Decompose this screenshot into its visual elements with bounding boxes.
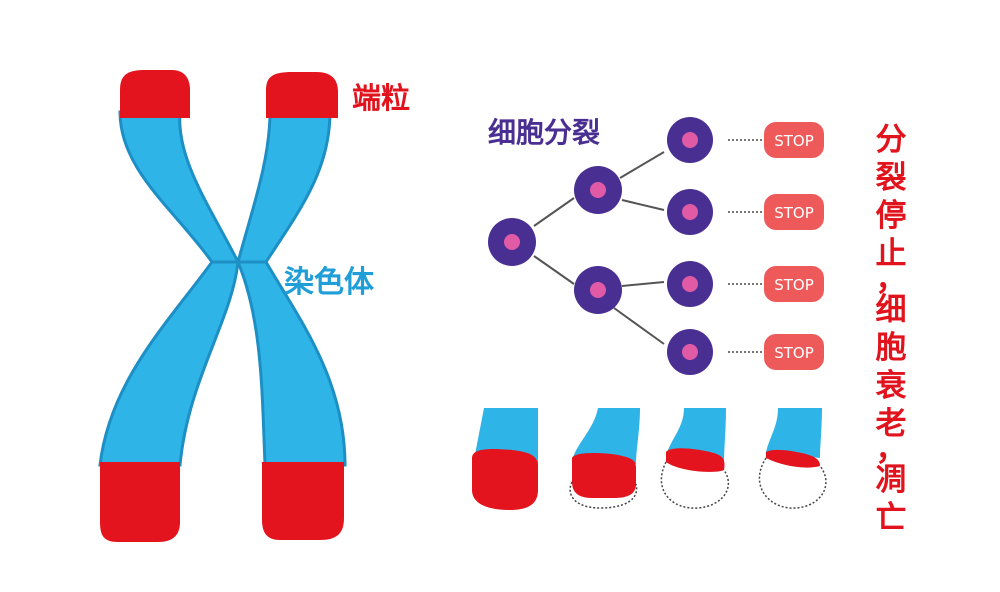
chromosome-label: 染色体	[284, 265, 375, 300]
svg-text:衰: 衰	[876, 368, 907, 404]
telomere-cap-bottom-left	[100, 462, 180, 542]
svg-text:胞: 胞	[876, 330, 907, 366]
svg-text:亡: 亡	[876, 500, 907, 536]
svg-text:裂: 裂	[876, 160, 907, 196]
telomere-stage-4	[758, 408, 827, 509]
svg-text:分: 分	[876, 122, 907, 158]
telomere-shortening	[472, 408, 827, 510]
svg-text:STOP: STOP	[774, 204, 814, 222]
telomere-stage-1	[472, 408, 538, 510]
svg-text:细: 细	[876, 292, 907, 328]
svg-text:止: 止	[876, 236, 907, 272]
chromatid-lower-right	[235, 260, 347, 467]
chromatid-upper-left	[118, 110, 240, 271]
chromatid-upper-right	[236, 110, 332, 271]
conclusion-text: 分 裂 停 止 ， 细 胞 衰 老 ， 凋 亡	[876, 122, 907, 536]
chromosome	[98, 70, 347, 542]
svg-text:STOP: STOP	[774, 132, 814, 150]
svg-text:老: 老	[876, 406, 907, 442]
chromatid-lower-left	[98, 260, 240, 467]
stop-connectors	[728, 139, 764, 353]
cell-generation-3-1	[667, 117, 713, 163]
cell-generation-2-bottom	[574, 266, 622, 314]
telomere-cap-top-left	[120, 70, 190, 118]
cell-generation-2-top	[574, 166, 622, 214]
stop-badge-2: STOP	[764, 194, 824, 230]
cell-generation-3-2	[667, 189, 713, 235]
svg-text:STOP: STOP	[774, 276, 814, 294]
cell-division-label: 细胞分裂	[488, 116, 600, 149]
svg-text:凋: 凋	[876, 462, 907, 498]
telomere-stage-3	[660, 408, 730, 509]
stop-badges: STOP STOP STOP STOP	[764, 122, 824, 370]
telomere-cap-bottom-right	[262, 462, 344, 540]
stop-badge-3: STOP	[764, 266, 824, 302]
svg-text:，: ，	[876, 432, 907, 468]
telomere-stage-2	[569, 408, 640, 509]
telomere-label: 端粒	[352, 81, 410, 115]
cell-generation-3-3	[667, 261, 713, 307]
cell-generation-3-4	[667, 329, 713, 375]
cell-generation-1	[488, 218, 536, 266]
svg-text:停: 停	[876, 198, 907, 234]
svg-text:STOP: STOP	[774, 344, 814, 362]
svg-text:，: ，	[876, 262, 907, 298]
telomere-cap-top-right	[266, 72, 338, 118]
stop-badge-4: STOP	[764, 334, 824, 370]
division-connectors	[533, 151, 665, 345]
stop-badge-1: STOP	[764, 122, 824, 158]
cells	[488, 117, 713, 375]
